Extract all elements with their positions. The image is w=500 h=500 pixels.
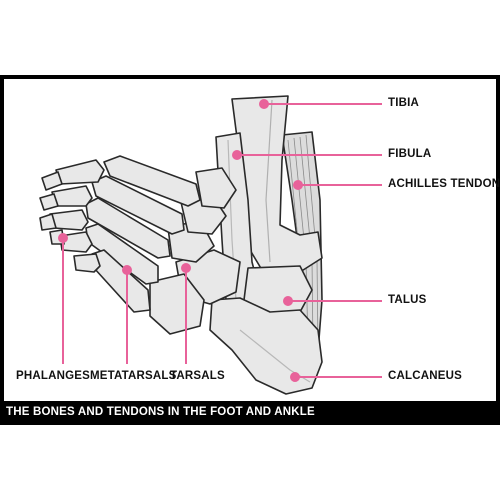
- diagram-panel: [4, 79, 496, 401]
- phalanx-1-tip: [41, 171, 63, 191]
- label-fibula: FIBULA: [388, 148, 432, 160]
- cuboid-bone: [149, 273, 205, 335]
- calcaneus-bone: [209, 297, 323, 395]
- metatarsal-2: [91, 175, 185, 235]
- label-calcaneus: CALCANEUS: [388, 370, 462, 382]
- phalanx-2: [51, 185, 93, 207]
- phalanx-1: [55, 159, 105, 185]
- label-phalanges: PHALANGES: [16, 370, 91, 382]
- cuneiform-bone-3: [195, 167, 237, 209]
- label-tarsals: TARSALS: [170, 370, 225, 382]
- phalanx-5: [73, 253, 101, 273]
- metatarsal-1: [103, 155, 201, 207]
- phalanx-4: [59, 231, 93, 253]
- foot-skeleton-illustration: [39, 95, 382, 395]
- label-tibia: TIBIA: [388, 97, 420, 109]
- phalanx-2-tip: [39, 193, 59, 211]
- phalanx-3-tip: [39, 213, 57, 231]
- label-achilles-tendon: ACHILLES TENDON: [388, 178, 500, 190]
- label-metatarsals: METATARSALS: [90, 370, 177, 382]
- diagram-caption: THE BONES AND TENDONS IN THE FOOT AND AN…: [6, 406, 315, 418]
- label-talus: TALUS: [388, 294, 427, 306]
- diagram-frame: [0, 75, 500, 425]
- metatarsal-3: [85, 197, 171, 259]
